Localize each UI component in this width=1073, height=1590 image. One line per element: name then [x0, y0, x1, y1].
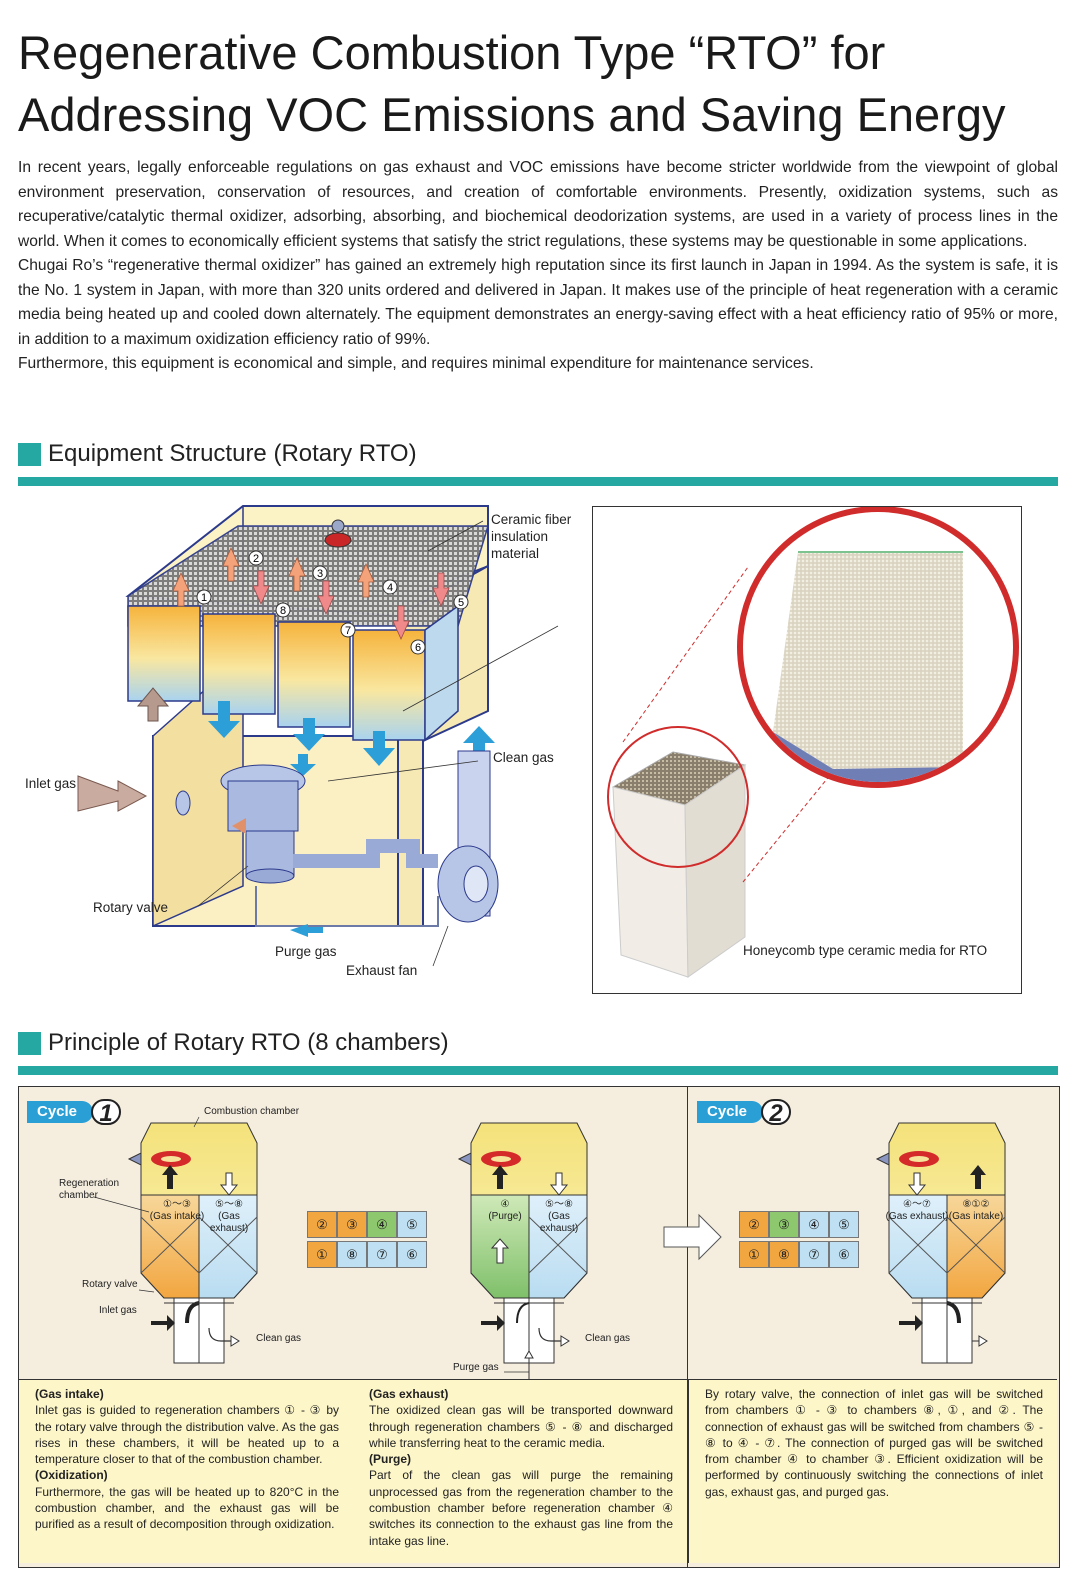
cycle-1-number: 1	[91, 1099, 121, 1127]
small-block-side	[684, 764, 746, 978]
heading-marker	[18, 1032, 41, 1055]
exhaust-duct	[293, 839, 438, 868]
title-line-2: Addressing VOC Emissions and Saving Ener…	[18, 88, 1006, 141]
chamber-num-2: 2	[253, 553, 259, 565]
photo-caption: Honeycomb type ceramic media for RTO	[743, 943, 988, 958]
hot-gas-up-arrows	[172, 547, 375, 607]
desc-text-purge: Part of the clean gas will purge the rem…	[369, 1468, 673, 1548]
cycle-1-tag: Cycle	[27, 1101, 93, 1123]
inlet-gas-arrow	[77, 775, 148, 812]
clean-gas-up-arrow	[463, 726, 495, 761]
bed-3	[277, 621, 351, 728]
rto-cycle-diagrams	[93, 1116, 1006, 1387]
inlet-port	[175, 790, 191, 816]
cycle-2-number: 2	[761, 1099, 791, 1127]
label-rotary-valve: Rotary valve	[93, 900, 169, 915]
diagram-b	[457, 1122, 588, 1387]
diagram-a	[127, 1122, 258, 1364]
desc-heading-oxidization: (Oxidization)	[35, 1468, 108, 1483]
valve-inlet-arrow	[232, 818, 246, 834]
description-gas-exhaust: (Gas exhaust) The oxidized clean gas wil…	[353, 1379, 687, 1563]
label-inlet-gas: Inlet gas	[25, 776, 77, 791]
section-title-principle: Principle of Rotary RTO (8 chambers)	[48, 1029, 449, 1056]
bed-1	[127, 605, 201, 702]
description-cycle-2: By rotary valve, the connection of inlet…	[688, 1379, 1057, 1563]
chamber-num-8: 8	[280, 605, 286, 617]
desc-text-oxidization: Furthermore, the gas will be heated up t…	[35, 1484, 339, 1532]
label-clean-gas: Clean gas	[493, 750, 554, 765]
chamber-num-7: 7	[345, 625, 351, 637]
desc-text-cycle-2: By rotary valve, the connection of inlet…	[705, 1387, 1043, 1499]
label-exhaust-fan: Exhaust fan	[346, 963, 418, 978]
diagram-b-right-label: ⑤～⑧ (Gas exhaust)	[539, 1199, 579, 1234]
cycle-divider	[687, 1087, 688, 1567]
page-title: Regenerative Combustion Type “RTO” for A…	[18, 22, 1058, 146]
desc-heading-purge: (Purge)	[369, 1452, 411, 1467]
label-inlet-gas-cycle: Inlet gas	[99, 1305, 137, 1316]
section-heading-principle: Principle of Rotary RTO (8 chambers)	[18, 1026, 1058, 1075]
diagram-c	[875, 1122, 1006, 1364]
purge-duct	[255, 886, 439, 927]
chamber-number-markers: 2 3 4 5 1 8 7 6	[196, 550, 469, 655]
section-title-structure: Equipment Structure (Rotary RTO)	[48, 440, 417, 467]
description-gas-intake: (Gas intake) Inlet gas is guided to rege…	[19, 1379, 353, 1563]
diagram-c-right-label: ⑧①② (Gas intake)	[948, 1199, 1004, 1222]
diagram-b-left-label: ④ (Purge)	[488, 1199, 522, 1222]
ceramic-media-illustration	[607, 506, 1019, 978]
label-combustion-chamber: Combustion chamber	[204, 1106, 300, 1117]
bed-2	[202, 613, 276, 715]
heading-marker	[18, 443, 41, 466]
diagram-c-left-label: ④～⑦ (Gas exhaust)	[885, 1199, 949, 1222]
intro-paragraph-2: Chugai Ro’s “regenerative thermal oxidiz…	[18, 257, 1058, 348]
section-heading-structure: Equipment Structure (Rotary RTO)	[18, 437, 1058, 486]
chamber-num-1: 1	[201, 592, 207, 604]
intro-paragraph-1: In recent years, legally enforceable reg…	[18, 159, 1058, 250]
label-regeneration-chamber: Regeneration chamber	[59, 1178, 120, 1201]
rto-structure-diagram: 2 3 4 5 1 8 7 6	[77, 505, 559, 967]
desc-heading-gas-exhaust: (Gas exhaust)	[369, 1387, 449, 1401]
label-purge-gas-cycle: Purge gas	[453, 1362, 499, 1373]
desc-text-gas-exhaust: The oxidized clean gas will be transport…	[369, 1403, 673, 1450]
chamber-num-4: 4	[387, 582, 393, 594]
ceramic-media-photo-panel: Honeycomb type ceramic media for RTO	[592, 506, 1022, 994]
cycle-transition-arrow	[663, 1213, 722, 1261]
burner-icon	[324, 532, 352, 548]
clean-gas-down-arrows	[208, 701, 395, 776]
title-line-1: Regenerative Combustion Type “RTO” for	[18, 26, 886, 79]
label-clean-gas-b: Clean gas	[585, 1333, 631, 1344]
diagram-a-right-label: ⑤～⑧ (Gas exhaust)	[209, 1199, 249, 1234]
label-ceramic-fiber: Ceramic fiber insulation material	[491, 512, 572, 561]
small-magnify-ring	[607, 726, 749, 868]
chamber-num-6: 6	[415, 642, 421, 654]
small-block-front	[612, 786, 689, 978]
hot-gas-down-arrows	[252, 570, 450, 640]
intro-paragraph-3: Furthermore, this equipment is economica…	[18, 355, 814, 372]
desc-heading-gas-intake: (Gas intake)	[35, 1387, 104, 1401]
chamber-num-3: 3	[317, 568, 323, 580]
magnified-face	[773, 552, 963, 769]
inlet-up-arrow	[136, 687, 170, 722]
label-purge-gas: Purge gas	[275, 944, 337, 959]
bed-side	[424, 604, 459, 742]
cycle-2-tag: Cycle	[697, 1101, 763, 1123]
chamber-num-5: 5	[458, 597, 464, 609]
label-rotary-valve-cycle: Rotary valve	[82, 1279, 138, 1290]
purge-gas-arrow	[290, 924, 323, 937]
desc-text-gas-intake: Inlet gas is guided to regeneration cham…	[35, 1403, 339, 1467]
label-clean-gas-a: Clean gas	[256, 1333, 302, 1344]
intro-text: In recent years, legally enforceable reg…	[18, 156, 1058, 377]
diagram-a-left-label: ①～③ (Gas intake)	[149, 1199, 205, 1222]
